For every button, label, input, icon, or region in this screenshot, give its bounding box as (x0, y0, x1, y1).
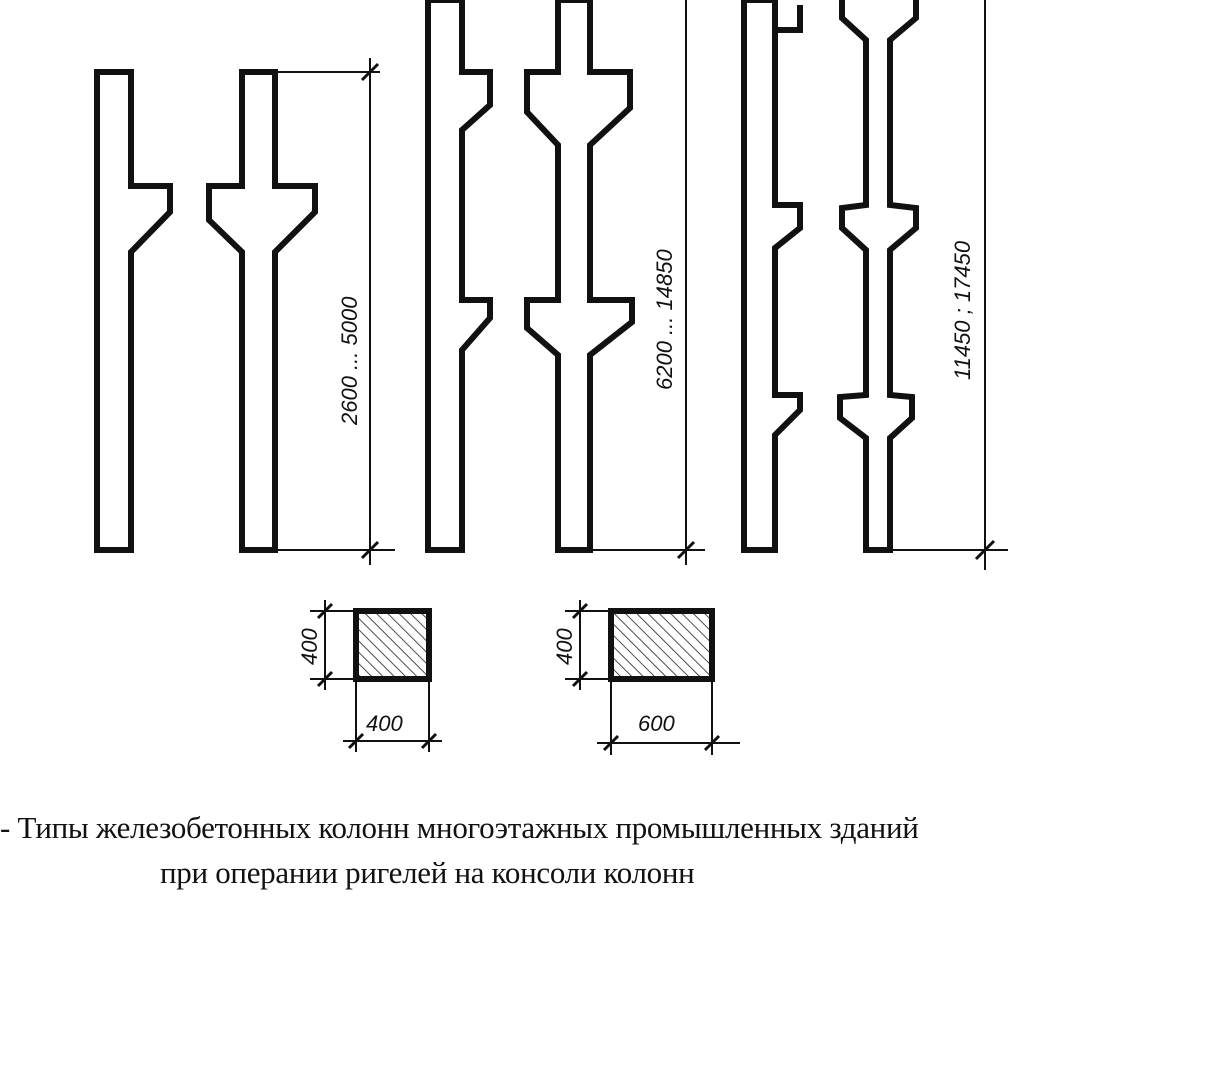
column-3-one-side-console (425, 0, 493, 553)
columns-drawing: 2600 ... 5000 6200 ... 14850 11450 ; 174… (94, 0, 1008, 755)
section-1-height-label: 400 (297, 628, 322, 665)
dimension-height-2 (590, 0, 705, 565)
figure-caption-line-1: - Типы железобетонных колонн многоэтажны… (0, 810, 919, 845)
section-1-width-label: 400 (366, 711, 403, 736)
dimension-height-3-label: 11450 ; 17450 (950, 240, 975, 380)
column-1-one-side-console (94, 69, 173, 553)
dimension-height-3 (890, 0, 1008, 570)
dimension-height-1 (275, 58, 395, 565)
column-5-one-side-console (741, 0, 803, 553)
column-2-two-side-console (206, 69, 318, 553)
section-2-height-label: 400 (552, 628, 577, 665)
section-400x600 (565, 600, 740, 755)
column-6-two-side-console (837, 0, 919, 553)
section-2-width-label: 600 (638, 711, 675, 736)
dimension-height-2-label: 6200 ... 14850 (652, 249, 677, 390)
dimension-height-1-label: 2600 ... 5000 (337, 296, 362, 426)
column-4-two-side-console (524, 0, 635, 553)
figure-caption-line-2: при оперании ригелей на консоли колонн (160, 855, 695, 890)
section-400x400 (310, 600, 442, 752)
